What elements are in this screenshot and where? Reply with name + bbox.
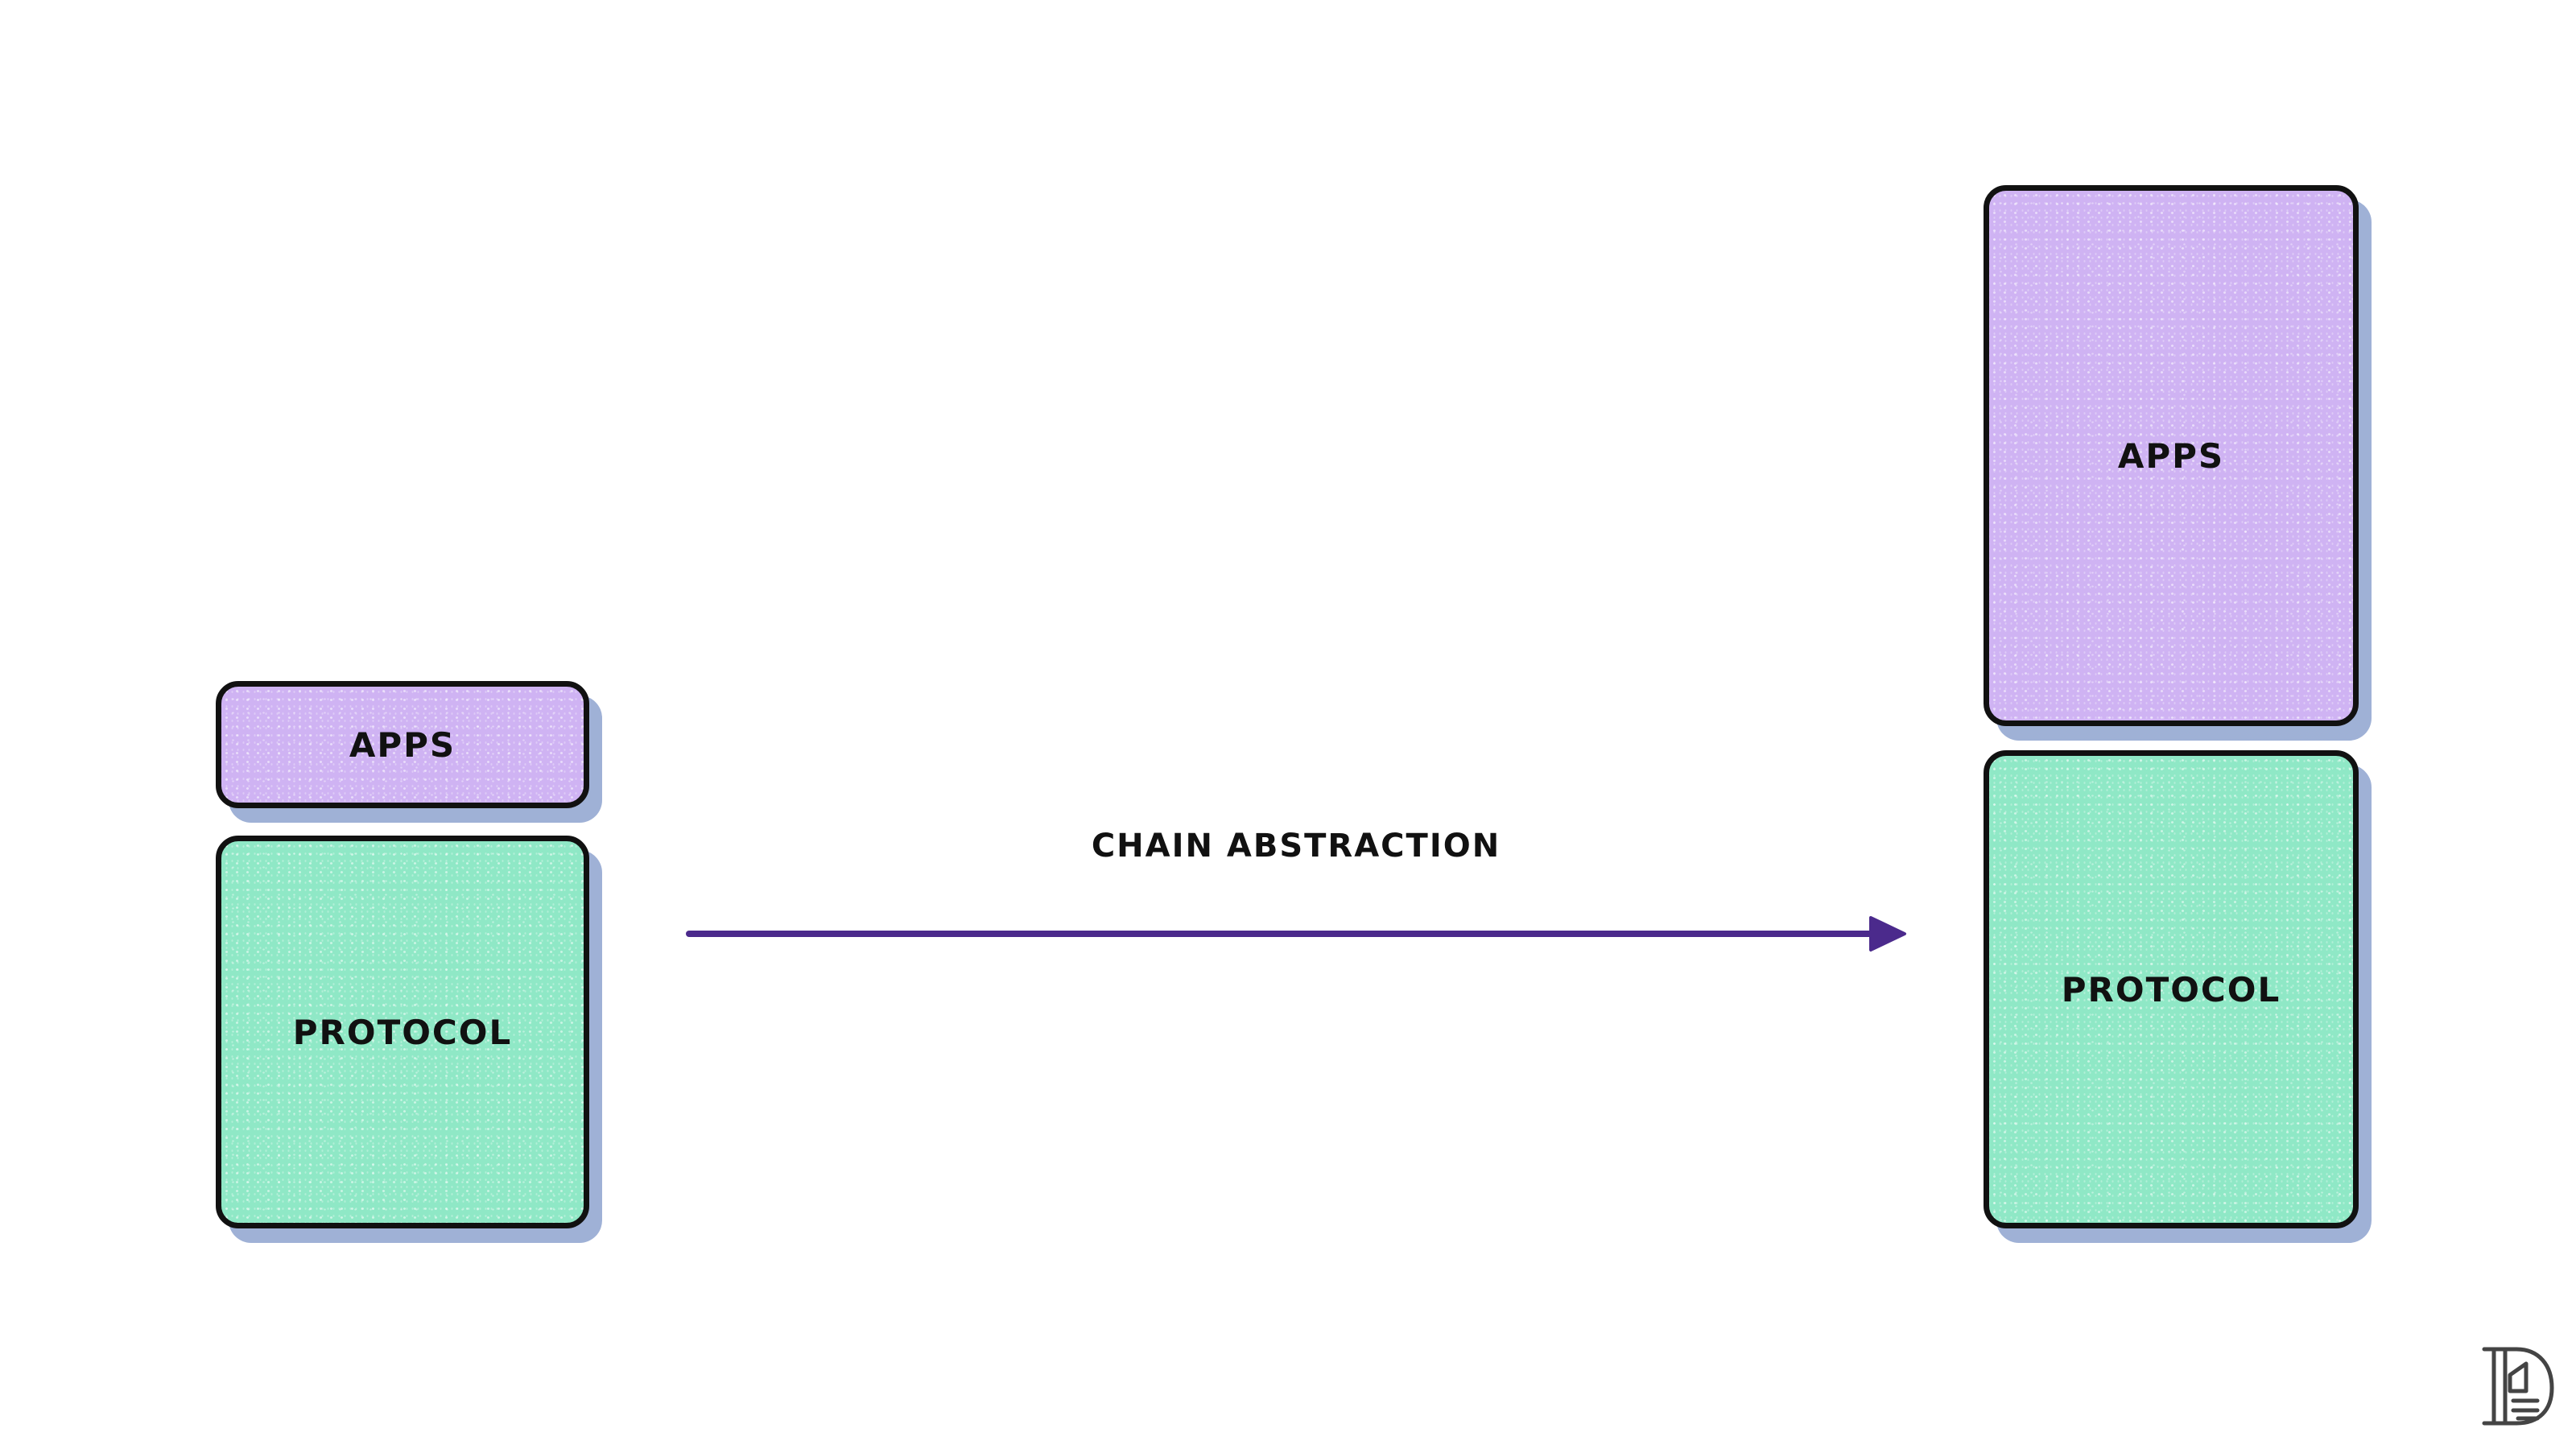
right-protocol-label: PROTOCOL (2061, 969, 2281, 1009)
left-apps-block: APPS (216, 681, 589, 808)
left-protocol-block: PROTOCOL (216, 836, 589, 1228)
arrow-label: CHAIN ABSTRACTION (1091, 828, 1501, 865)
publisher-logo-icon (2482, 1347, 2554, 1426)
left-protocol-label: PROTOCOL (292, 1012, 513, 1052)
arrow-head (1869, 916, 1906, 952)
right-apps-block: APPS (1984, 185, 2359, 726)
right-apps-label: APPS (2117, 436, 2225, 476)
left-apps-label: APPS (349, 724, 456, 765)
right-protocol-block: PROTOCOL (1984, 750, 2359, 1228)
